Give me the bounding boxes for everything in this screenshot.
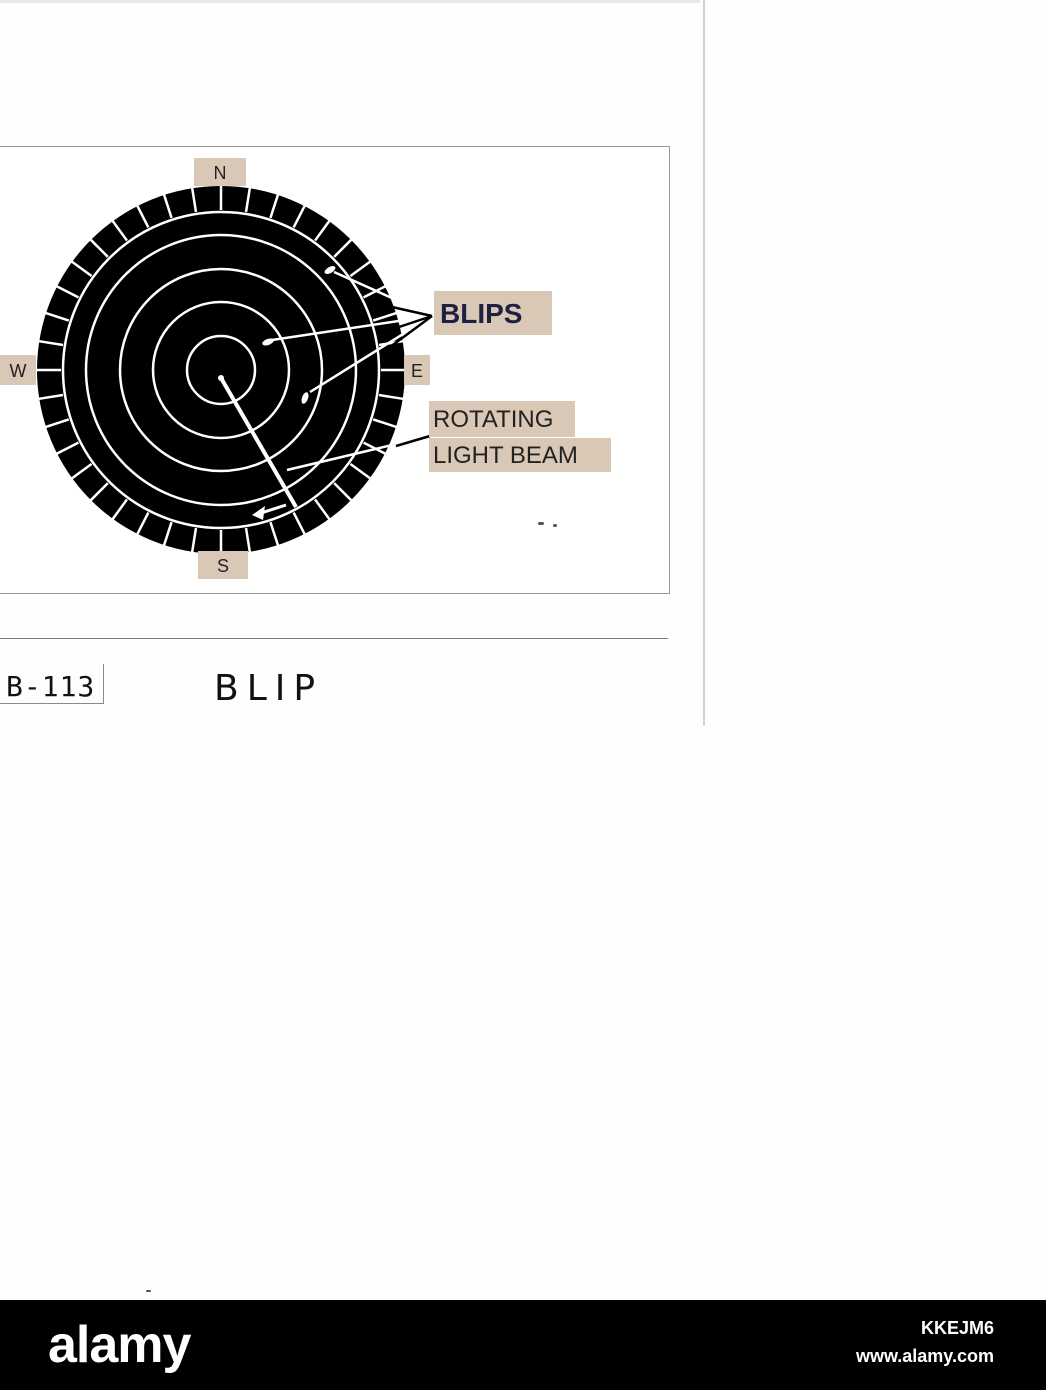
blips-leader-outer	[385, 314, 433, 352]
watermark-bar	[0, 1300, 1046, 1390]
scan-speck	[538, 522, 544, 525]
blips-leader-outer	[389, 314, 433, 332]
radar-scope-diagram	[36, 185, 433, 555]
bezel-tick	[378, 393, 404, 401]
bezel-tick	[135, 511, 150, 536]
bezel-tick	[111, 498, 128, 521]
bezel-tick	[349, 260, 372, 277]
bezel-tick	[292, 204, 307, 229]
bezel-tick	[89, 238, 109, 258]
sweep-beam	[219, 376, 298, 509]
bezel-tick	[372, 311, 398, 322]
bezel-tick	[314, 219, 331, 242]
bezel-tick	[333, 482, 353, 502]
range-ring	[185, 334, 257, 406]
watermark-image-id: KKEJM6	[920, 1318, 994, 1338]
bezel-tick	[314, 498, 331, 521]
scope-disc	[37, 186, 405, 554]
card-title: BLIP	[214, 668, 324, 709]
range-ring	[61, 210, 381, 530]
compass-west-label: W	[0, 355, 36, 385]
beam-callout-line1: ROTATING	[429, 401, 575, 437]
card-right-edge	[703, 0, 705, 726]
bezel-tick	[190, 527, 198, 553]
rotation-arrowhead	[252, 506, 265, 520]
bezel-tick	[55, 441, 80, 456]
bezel-tick	[135, 204, 150, 229]
bezel-tick	[378, 339, 404, 347]
blips-leader-outer	[391, 305, 433, 318]
blip	[301, 392, 309, 404]
bezel-tick	[349, 463, 372, 480]
range-ring	[118, 267, 324, 473]
bezel-tick	[269, 521, 280, 547]
bezel-tick	[244, 187, 252, 213]
range-ring	[84, 233, 358, 507]
beam-callout-line2: LIGHT BEAM	[429, 438, 611, 472]
bezel-tick	[44, 418, 70, 429]
bezel-tick	[333, 238, 353, 258]
range-ring	[151, 300, 291, 440]
compass-south-label: S	[198, 551, 248, 579]
bezel-tick	[38, 339, 64, 347]
scan-speck	[553, 524, 557, 527]
compass-east-label: E	[404, 355, 430, 385]
bezel-tick	[162, 521, 173, 547]
bezel-tick	[244, 527, 252, 553]
card-divider	[0, 638, 668, 639]
blips-callout-label: BLIPS	[434, 291, 552, 335]
bezel-tick	[70, 260, 93, 277]
bezel-tick	[111, 219, 128, 242]
watermark-url: www.alamy.com	[855, 1346, 994, 1366]
blips-leader	[333, 270, 433, 318]
scope-center	[218, 375, 224, 381]
beam-leader-outer	[395, 434, 431, 448]
blips-leader	[309, 314, 433, 394]
bezel-tick	[44, 311, 70, 322]
bezel-tick	[70, 463, 93, 480]
watermark-logo: alamy	[48, 1316, 191, 1374]
card-code: B-113	[0, 664, 104, 704]
bezel-tick	[190, 187, 198, 213]
blips-leader	[271, 314, 433, 342]
bezel-tick	[362, 284, 387, 299]
blip	[324, 266, 336, 274]
scan-speck	[146, 1290, 151, 1292]
bezel-tick	[162, 193, 173, 219]
bezel-tick	[89, 482, 109, 502]
bezel-tick	[372, 418, 398, 429]
beam-leader	[286, 434, 431, 472]
compass-north-label: N	[194, 158, 246, 186]
bezel-tick	[292, 511, 307, 536]
bezel-tick	[269, 193, 280, 219]
blip	[262, 338, 274, 346]
card-top-edge	[0, 0, 700, 3]
bezel-tick	[55, 284, 80, 299]
bezel-tick	[38, 393, 64, 401]
